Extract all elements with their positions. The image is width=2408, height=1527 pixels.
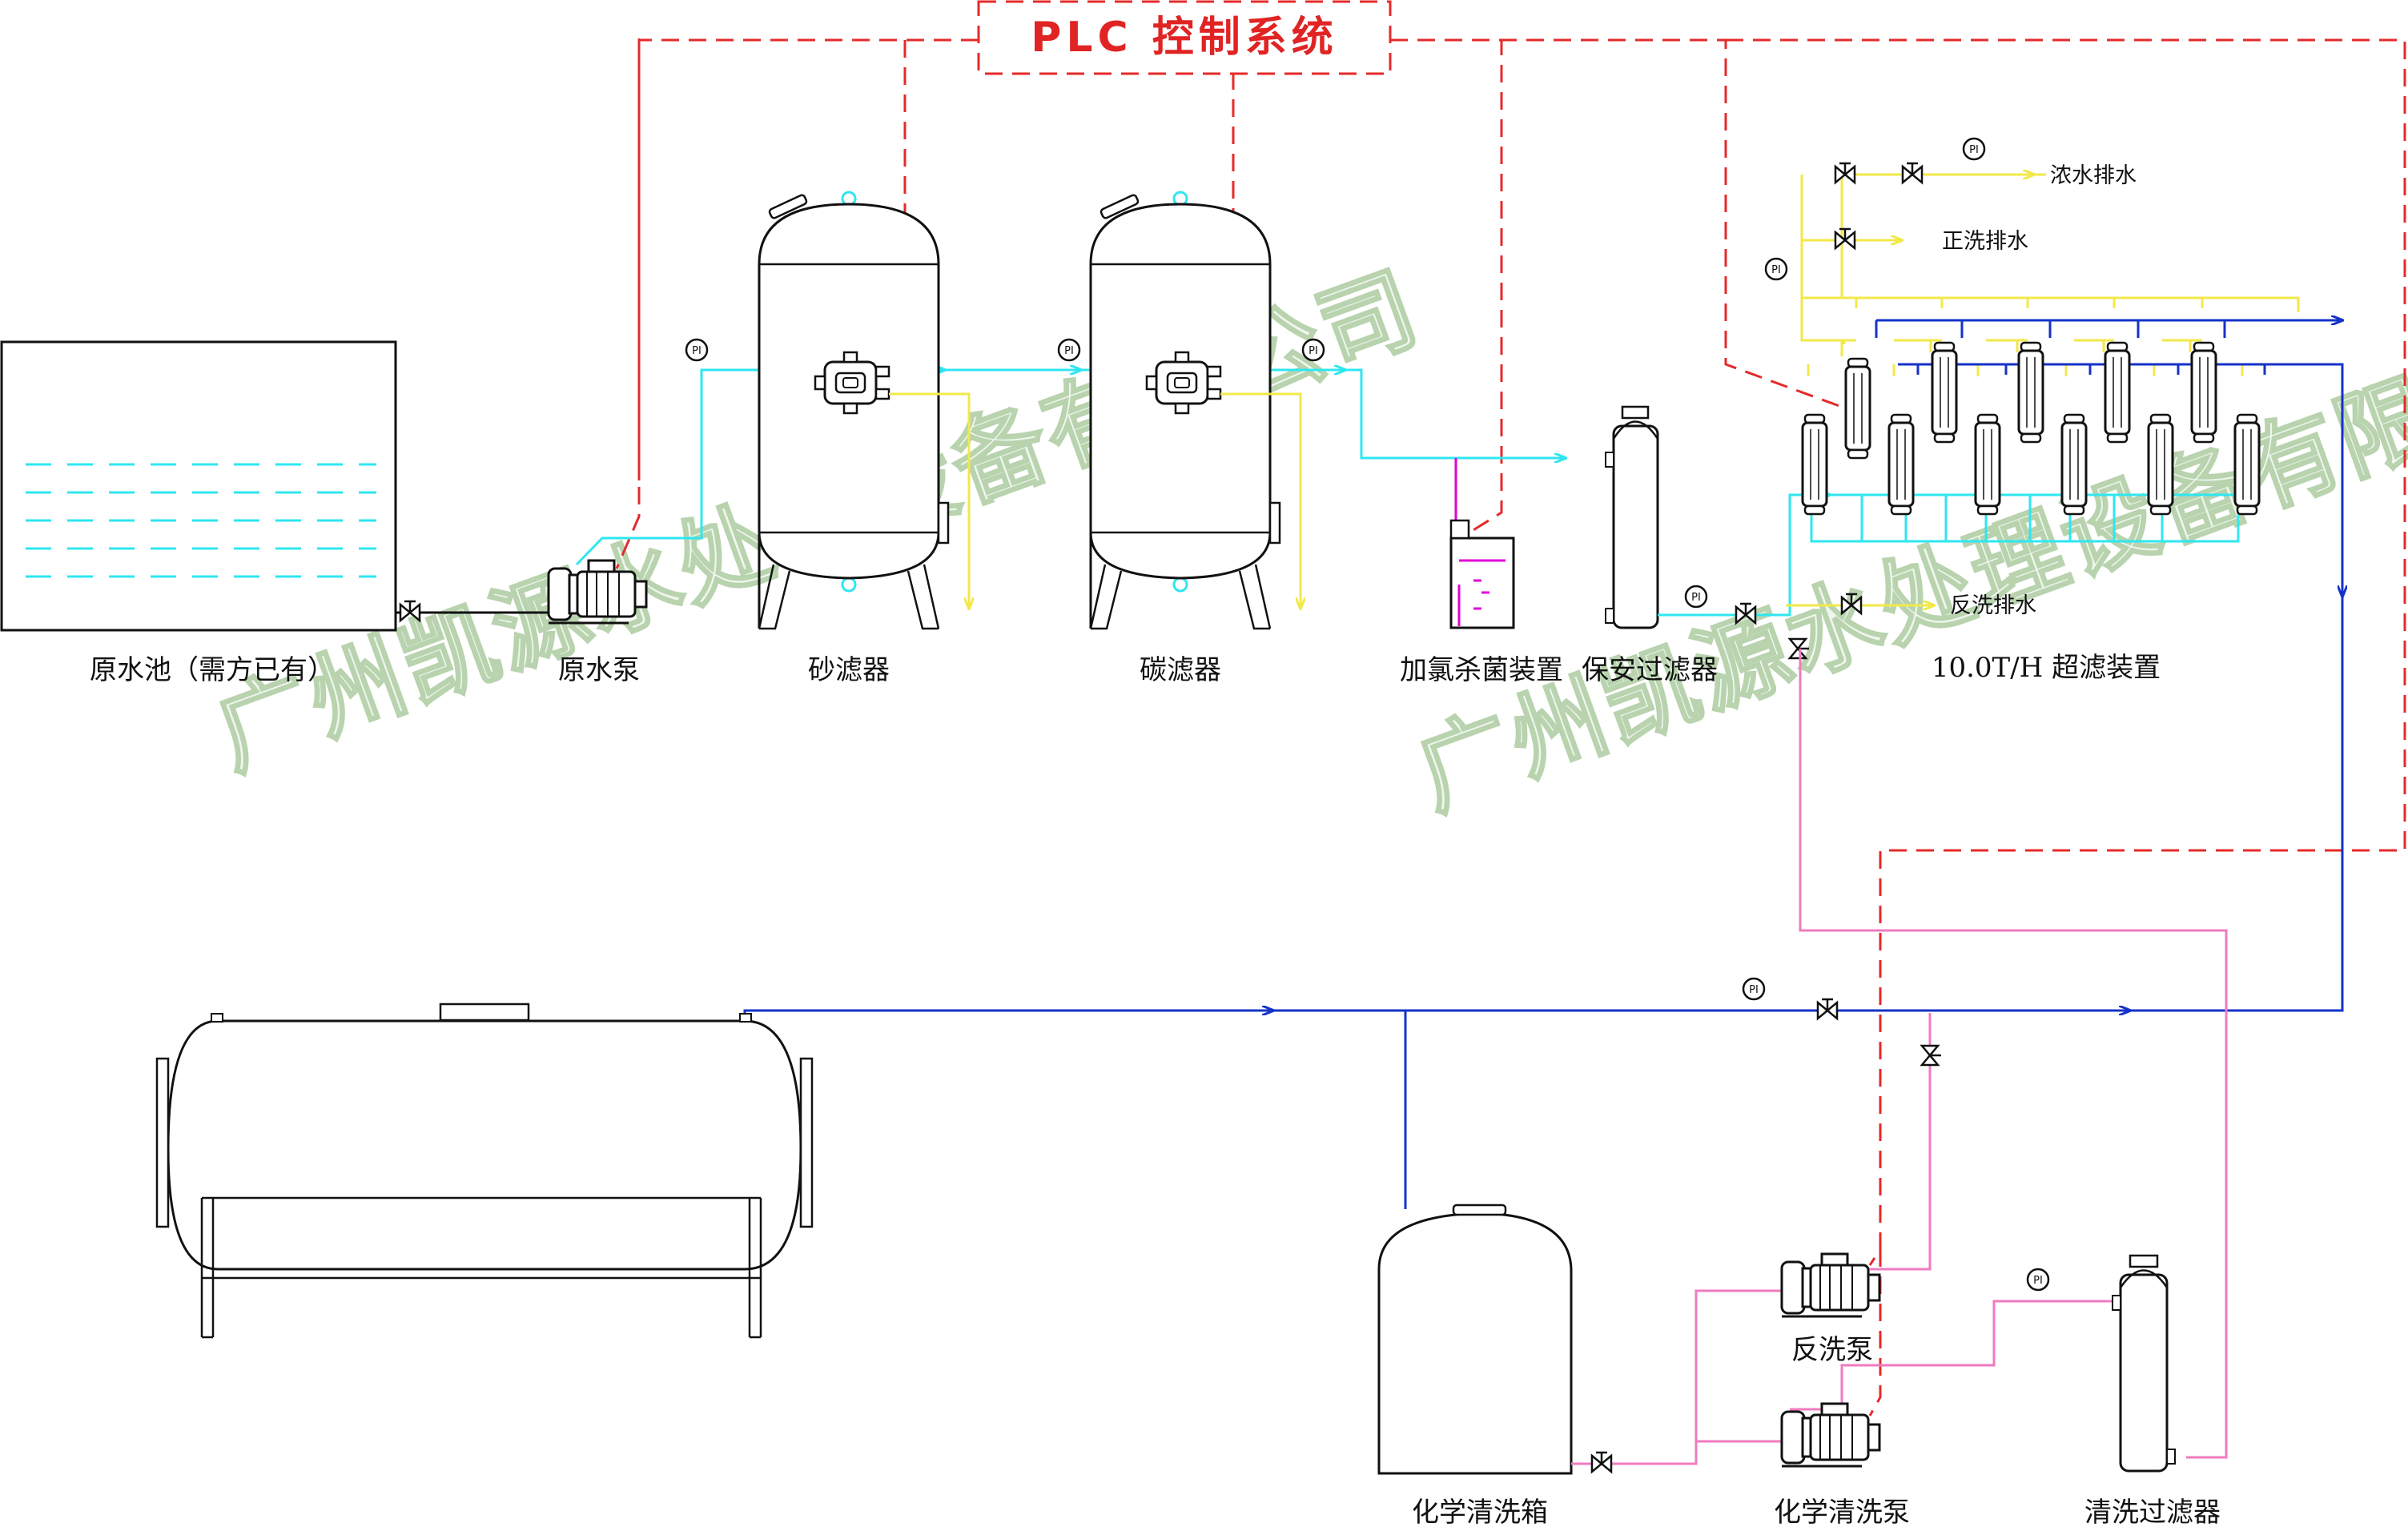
- storage-tank: [155, 1003, 814, 1339]
- backwash-drain-label: 反洗排水: [1950, 593, 2036, 618]
- clean-filter-label: 清洗过滤器: [2084, 1497, 2221, 1527]
- raw-tank-label: 原水池（需方已有）: [90, 654, 335, 686]
- chem-pump-label: 化学清洗泵: [1774, 1497, 1910, 1527]
- uf-device-label: 10.0T/H 超滤装置: [1932, 652, 2161, 684]
- pressure-gauge-3: [1301, 338, 1325, 362]
- backwash-pump: 反洗泵: [1780, 1252, 1881, 1366]
- raw-water-tank: 原水池（需方已有）: [0, 340, 397, 686]
- chem-cleaning-tank: 化学清洗箱: [1377, 1204, 1573, 1527]
- plc-box: PLC 控制系统: [977, 0, 1392, 75]
- watermark-2: 广州凯源水处理设备有限公司: [1402, 291, 2408, 831]
- forward-wash-drain-label: 正洗排水: [1942, 229, 2028, 254]
- security-filter-label: 保安过滤器: [1582, 654, 1718, 686]
- watermark-text-2: 广州凯源水处理设备有限公司: [1403, 291, 2408, 830]
- concentrate-drain-label: 浓水排水: [2050, 163, 2137, 188]
- carbon-filter: 碳滤器: [1089, 194, 1300, 686]
- chem-cleaning-pump: 化学清洗泵: [1774, 1402, 1910, 1527]
- security-filter: 保安过滤器: [1582, 405, 1718, 686]
- backwash-pump-label: 反洗泵: [1791, 1334, 1873, 1366]
- raw-water-pump: 原水泵: [396, 559, 648, 686]
- cleaning-filter: 清洗过滤器: [2084, 1254, 2221, 1527]
- raw-pump-label: 原水泵: [558, 654, 640, 686]
- carbon-filter-label: 碳滤器: [1140, 654, 1221, 686]
- plc-label: PLC 控制系统: [1031, 14, 1338, 62]
- chem-tank-label: 化学清洗箱: [1412, 1497, 1548, 1527]
- sand-filter-label: 砂滤器: [808, 654, 890, 686]
- chlorine-label: 加氯杀菌装置: [1400, 654, 1563, 686]
- pressure-gauge-1: [685, 338, 709, 362]
- chlorine-dosing-unit: 加氯杀菌装置: [1400, 458, 1563, 686]
- sand-filter: 砂滤器: [758, 194, 969, 686]
- uf-section: 浓水排水 正洗排水 反洗排水 10.0T/H 超滤装置: [1658, 137, 2342, 684]
- pressure-gauge-2: [1057, 338, 1081, 362]
